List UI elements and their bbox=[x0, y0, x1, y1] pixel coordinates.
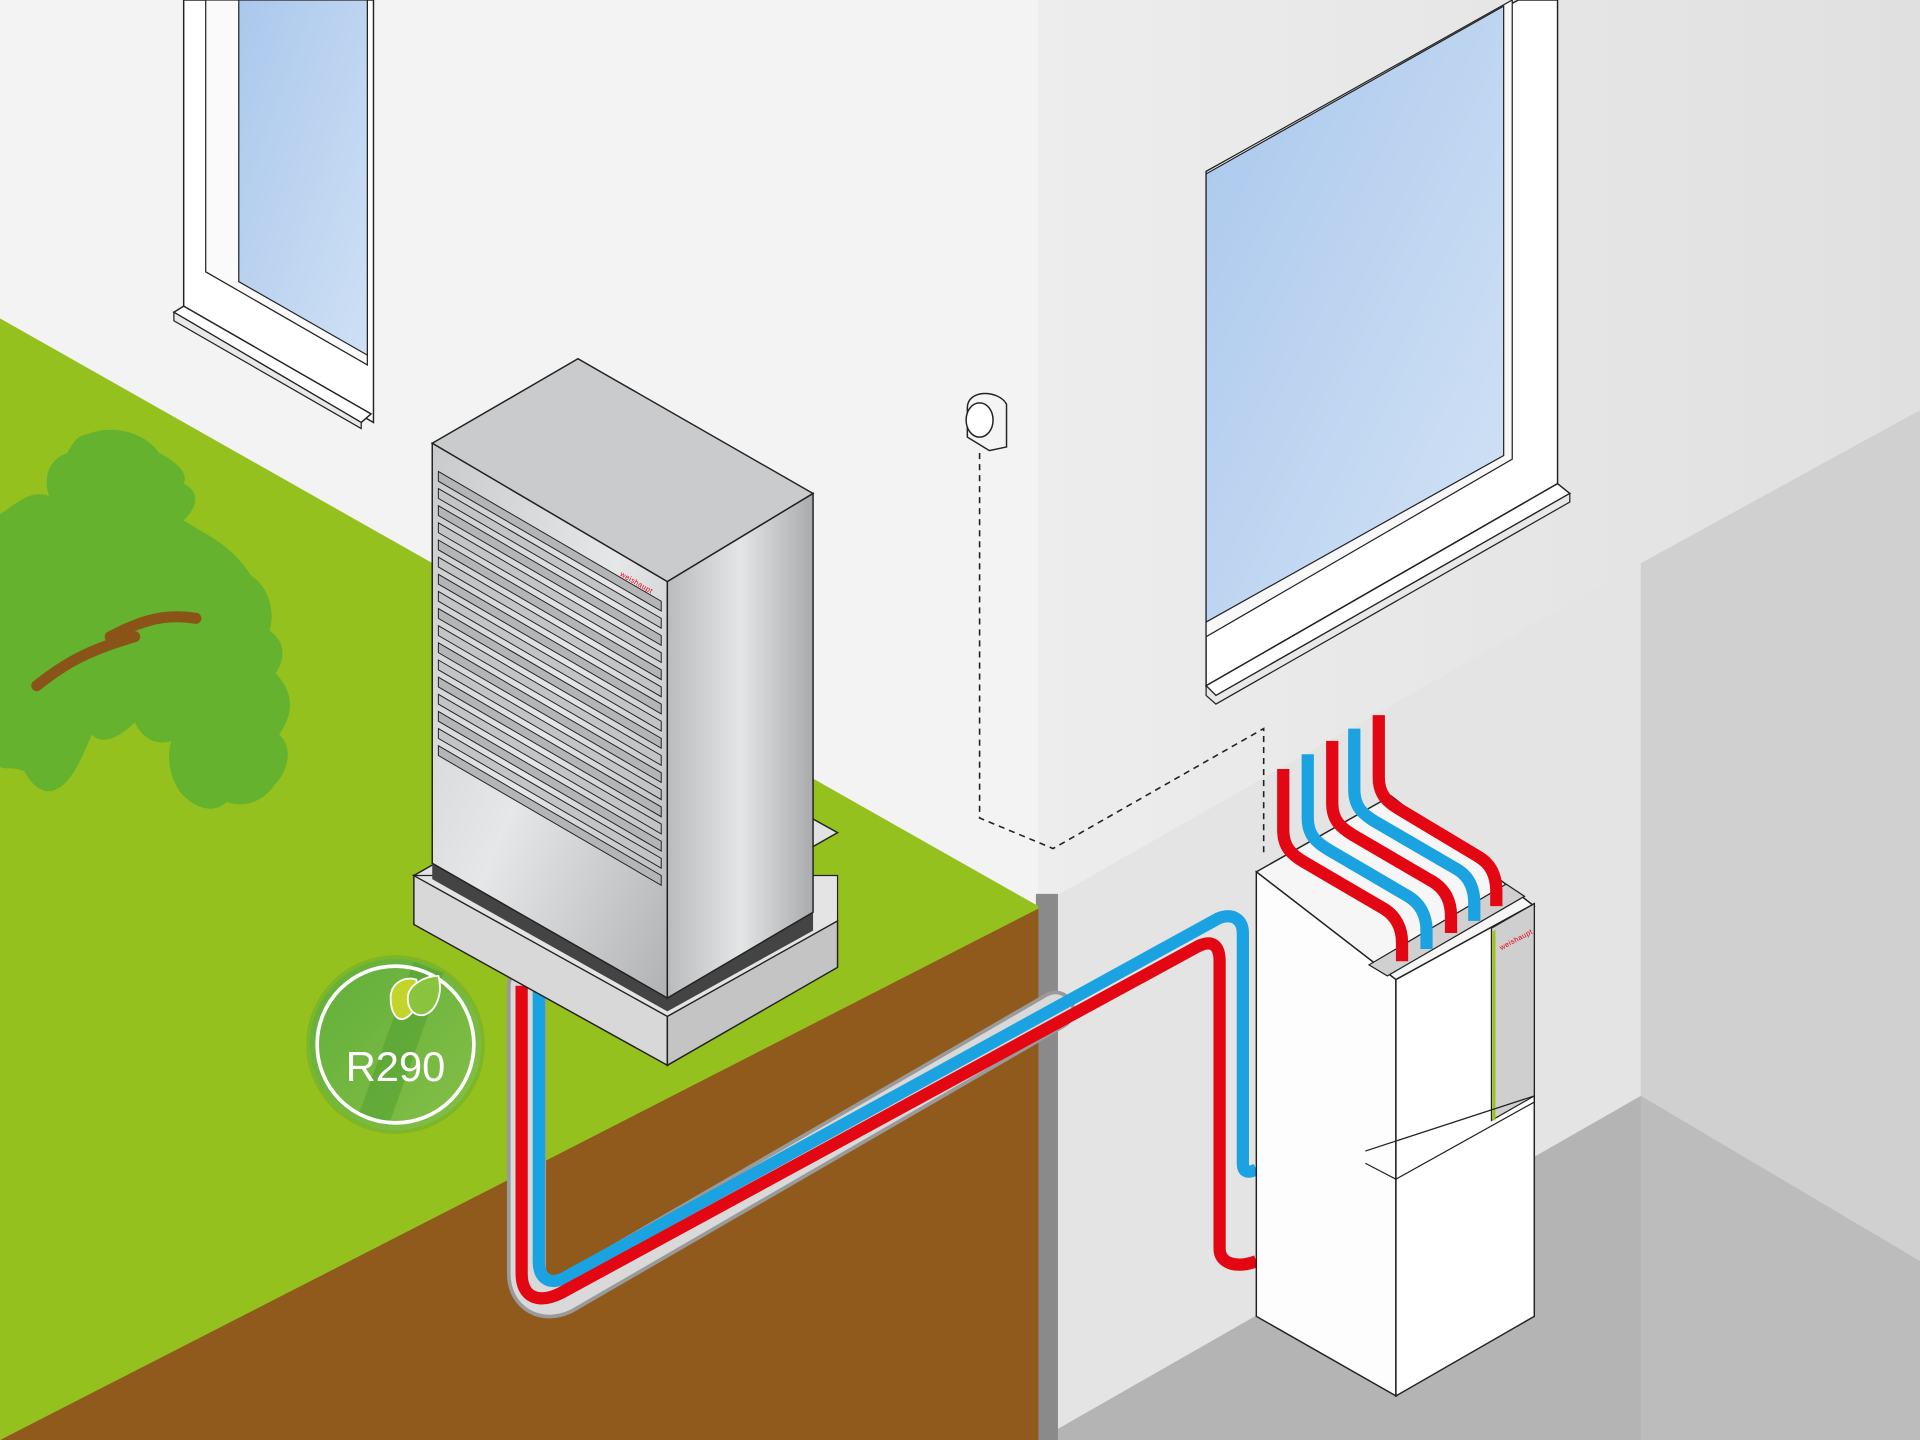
refrigerant-badge: R290 bbox=[306, 955, 485, 1134]
grille-louvre bbox=[437, 487, 662, 630]
window-right-glass bbox=[1205, 5, 1505, 624]
grille-louvre bbox=[437, 470, 662, 612]
outdoor-pipes bbox=[506, 910, 1260, 1319]
window-right bbox=[1204, 0, 1572, 705]
grille-louvre bbox=[437, 522, 662, 664]
grille-louvre bbox=[437, 556, 662, 698]
grille-louvre bbox=[437, 676, 662, 818]
outdoor-unit: weishaupt bbox=[411, 357, 840, 1067]
pipe-flow-3 bbox=[1372, 715, 1503, 907]
grille-louvre bbox=[437, 539, 662, 681]
window-left-glass bbox=[238, 0, 368, 357]
pipe-return-1 bbox=[1301, 754, 1433, 949]
tree bbox=[0, 429, 290, 809]
grille-louvre bbox=[437, 693, 662, 835]
pipe-flow-outdoor bbox=[515, 937, 1259, 1305]
grille-louvre bbox=[437, 590, 662, 732]
grille-louvre bbox=[437, 624, 662, 767]
grille-louvre bbox=[437, 642, 662, 784]
wall-section bbox=[1035, 893, 1058, 1440]
grille-louvre bbox=[437, 744, 662, 887]
refrigerant-label: R290 bbox=[346, 1043, 446, 1090]
grille-louvre bbox=[437, 573, 662, 715]
grille-louvre bbox=[437, 710, 662, 852]
pipe-return-2 bbox=[1348, 728, 1481, 921]
pipe-return-outdoor bbox=[532, 910, 1260, 1287]
sensor-cable bbox=[978, 453, 1265, 858]
grille-louvre bbox=[437, 659, 662, 801]
grille-louvre bbox=[437, 727, 662, 870]
pipe-flow-2 bbox=[1326, 740, 1458, 934]
pipe-flow-1 bbox=[1277, 768, 1409, 962]
tree-branch-overlay bbox=[31, 611, 202, 692]
floor-shade bbox=[1640, 1095, 1920, 1440]
fan-grille bbox=[437, 470, 662, 887]
room-sensor-icon bbox=[965, 392, 1265, 858]
grille-louvre bbox=[437, 504, 662, 647]
heating-pipes bbox=[1277, 715, 1503, 962]
outdoor-unit-side bbox=[666, 492, 814, 1000]
window-left bbox=[172, 0, 375, 430]
grille-louvre bbox=[437, 607, 662, 750]
leaf-icon bbox=[389, 974, 441, 1021]
